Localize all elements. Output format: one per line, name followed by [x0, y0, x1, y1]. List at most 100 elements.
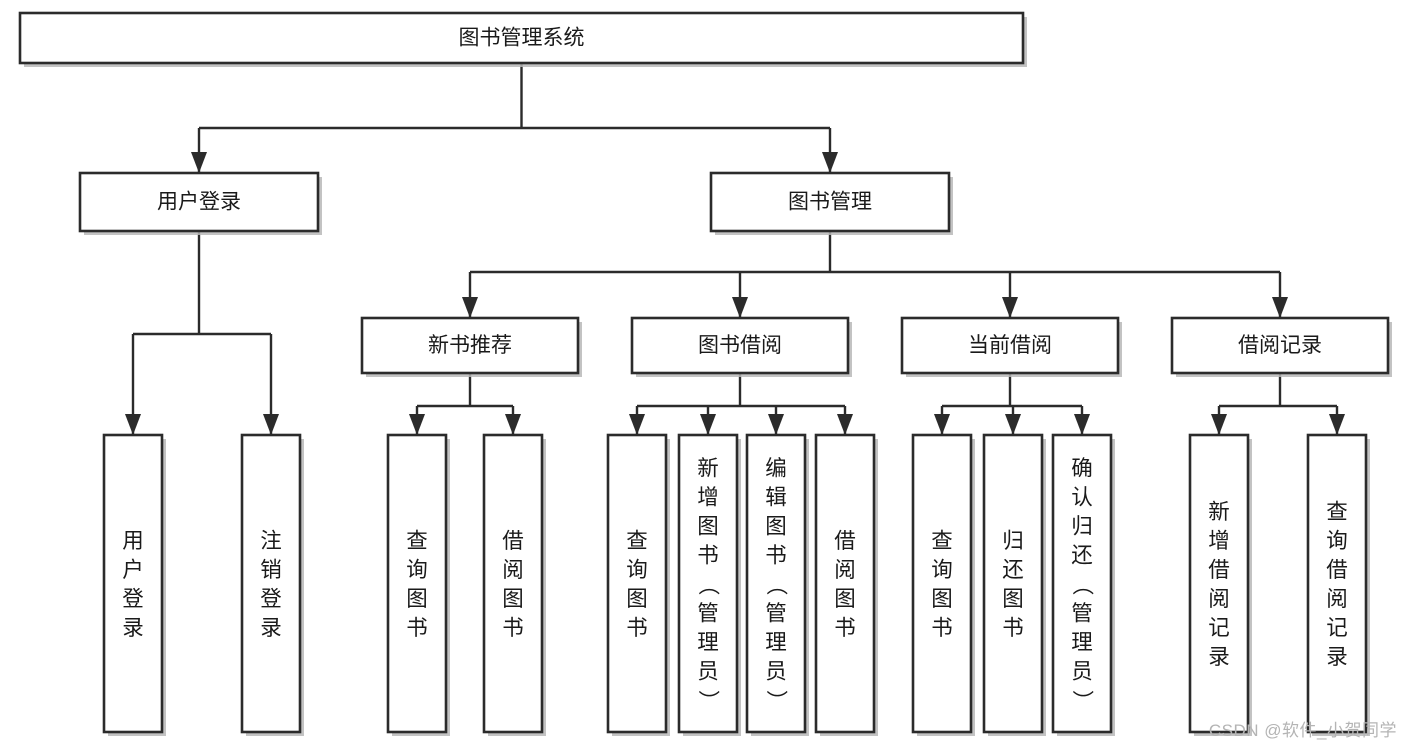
node-current-borrow[interactable]: 当前借阅	[900, 316, 1122, 377]
svg-text:阅: 阅	[1326, 587, 1348, 611]
node-box[interactable]	[102, 433, 164, 734]
node-box[interactable]	[982, 433, 1044, 734]
arrow-head-icon	[629, 414, 645, 435]
svg-text:书: 书	[834, 616, 856, 640]
node-borrow-record[interactable]: 借阅记录	[1170, 316, 1392, 377]
node-label: 用户登录	[157, 191, 241, 214]
svg-text:注: 注	[260, 529, 282, 553]
svg-text:图: 图	[834, 587, 856, 611]
node-box[interactable]	[911, 433, 973, 734]
svg-text:增: 增	[1208, 529, 1230, 553]
svg-text:图: 图	[931, 587, 953, 611]
node-box[interactable]	[386, 433, 448, 734]
svg-text:图: 图	[765, 515, 787, 539]
node-box[interactable]	[78, 171, 320, 233]
svg-text:编: 编	[765, 457, 787, 481]
edge-group-new-book-rec	[409, 373, 521, 435]
svg-text:图: 图	[697, 515, 719, 539]
svg-text:理: 理	[697, 631, 719, 655]
svg-text:）: ）	[696, 690, 720, 712]
node-book-manage[interactable]: 图书管理	[709, 171, 953, 235]
arrow-head-icon	[191, 152, 207, 173]
svg-text:询: 询	[931, 558, 953, 582]
arrow-head-icon	[822, 152, 838, 173]
svg-text:借: 借	[1326, 558, 1348, 582]
node-box[interactable]	[482, 433, 544, 734]
svg-text:图: 图	[626, 587, 648, 611]
svg-text:阅: 阅	[834, 558, 856, 582]
arrow-head-icon	[732, 297, 748, 318]
node-box[interactable]	[900, 316, 1120, 375]
node-box[interactable]	[1306, 433, 1368, 734]
arrow-head-icon	[934, 414, 950, 435]
svg-text:辑: 辑	[765, 486, 787, 510]
node-box[interactable]	[606, 433, 668, 734]
svg-text:员: 员	[1071, 660, 1093, 684]
edge-group-book-manage	[462, 231, 1288, 318]
arrow-head-icon	[263, 414, 279, 435]
node-book-borrow[interactable]: 图书借阅	[630, 316, 852, 377]
node-box[interactable]	[709, 171, 951, 233]
node-box[interactable]	[1170, 316, 1390, 375]
svg-text:书: 书	[1002, 616, 1024, 640]
node-box[interactable]	[360, 316, 580, 375]
node-box[interactable]	[745, 433, 807, 734]
node-box[interactable]	[1188, 433, 1250, 734]
edge-group-borrow-record	[1211, 373, 1345, 435]
node-label: 当前借阅	[968, 334, 1052, 357]
node-box[interactable]	[630, 316, 850, 375]
svg-text:书: 书	[626, 616, 648, 640]
svg-text:归: 归	[1071, 515, 1093, 539]
edge-group-book-borrow	[629, 373, 853, 435]
svg-text:管: 管	[765, 602, 787, 626]
svg-text:借: 借	[502, 529, 524, 553]
svg-text:书: 书	[502, 616, 524, 640]
arrow-head-icon	[125, 414, 141, 435]
node-new-book-rec[interactable]: 新书推荐	[360, 316, 582, 377]
arrow-head-icon	[409, 414, 425, 435]
node-box[interactable]	[814, 433, 876, 734]
arrow-head-icon	[1002, 297, 1018, 318]
svg-text:图: 图	[1002, 587, 1024, 611]
arrow-head-icon	[505, 414, 521, 435]
svg-text:新: 新	[1208, 500, 1230, 524]
svg-text:询: 询	[626, 558, 648, 582]
svg-text:记: 记	[1208, 616, 1230, 640]
node-box[interactable]	[18, 11, 1025, 65]
svg-text:录: 录	[122, 616, 144, 640]
arrow-head-icon	[462, 297, 478, 318]
node-root[interactable]: 图书管理系统	[18, 11, 1027, 67]
svg-text:归: 归	[1002, 529, 1024, 553]
svg-text:查: 查	[1326, 500, 1348, 524]
svg-text:询: 询	[406, 558, 428, 582]
node-box[interactable]	[1051, 433, 1113, 734]
node-user-login[interactable]: 用户登录	[78, 171, 322, 235]
svg-text:查: 查	[931, 529, 953, 553]
svg-text:（: （	[696, 574, 720, 596]
node-box[interactable]	[240, 433, 302, 734]
svg-text:书: 书	[697, 544, 719, 568]
node-box[interactable]	[677, 433, 739, 734]
svg-text:用: 用	[122, 529, 144, 553]
arrow-head-icon	[837, 414, 853, 435]
svg-text:录: 录	[260, 616, 282, 640]
node-leaf-user-login[interactable]: 用户登录	[102, 433, 166, 736]
